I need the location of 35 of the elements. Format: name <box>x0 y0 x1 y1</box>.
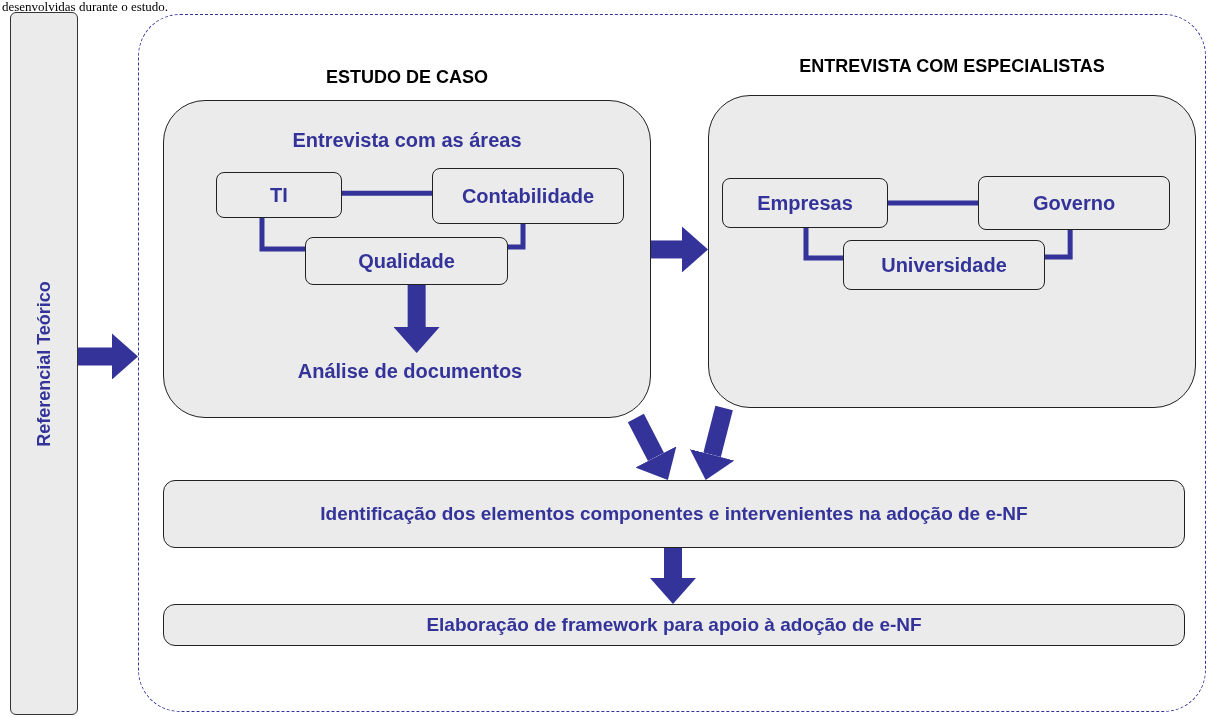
connector-line <box>259 218 305 252</box>
panel-heading: ENTREVISTA COM ESPECIALISTAS <box>798 56 1106 77</box>
block-arrow <box>627 413 677 480</box>
block-arrow <box>78 333 138 380</box>
block-arrow <box>651 226 708 273</box>
box-text: Qualidade <box>358 249 455 273</box>
box-text: Universidade <box>881 253 1007 277</box>
box-text: Análise de documentos <box>297 359 523 383</box>
process-box <box>216 172 342 218</box>
process-box <box>305 237 508 285</box>
connector-line <box>342 190 432 196</box>
connector-line <box>803 228 843 261</box>
panel-subheading: Entrevista com as áreas <box>291 129 523 152</box>
process-box <box>432 168 624 224</box>
box-text: Empresas <box>757 191 853 215</box>
process-box <box>978 176 1170 230</box>
process-box <box>843 240 1045 290</box>
panel-heading: ESTUDO DE CASO <box>325 67 489 88</box>
process-box <box>163 480 1185 548</box>
bar-title: Referencial Teórico <box>33 280 55 447</box>
box-text: TI <box>270 183 288 207</box>
dashed-region <box>138 14 1206 712</box>
block-arrow <box>393 285 440 353</box>
process-box <box>722 178 888 228</box>
block-arrow <box>689 405 735 480</box>
process-box <box>163 604 1185 646</box>
connector-line <box>508 224 526 250</box>
box-text: Contabilidade <box>461 184 595 208</box>
box-text: Governo <box>1032 191 1116 215</box>
box-text: Identificação dos elementos componentes e intervenientes na adoção de e-NF <box>320 503 1028 525</box>
connector-line <box>1045 230 1073 260</box>
connector-line <box>888 200 978 206</box>
side-bar <box>10 12 78 715</box>
block-arrow <box>650 548 696 604</box>
box-text: Elaboração de framework para apoio à adoção de e-NF <box>426 614 922 636</box>
